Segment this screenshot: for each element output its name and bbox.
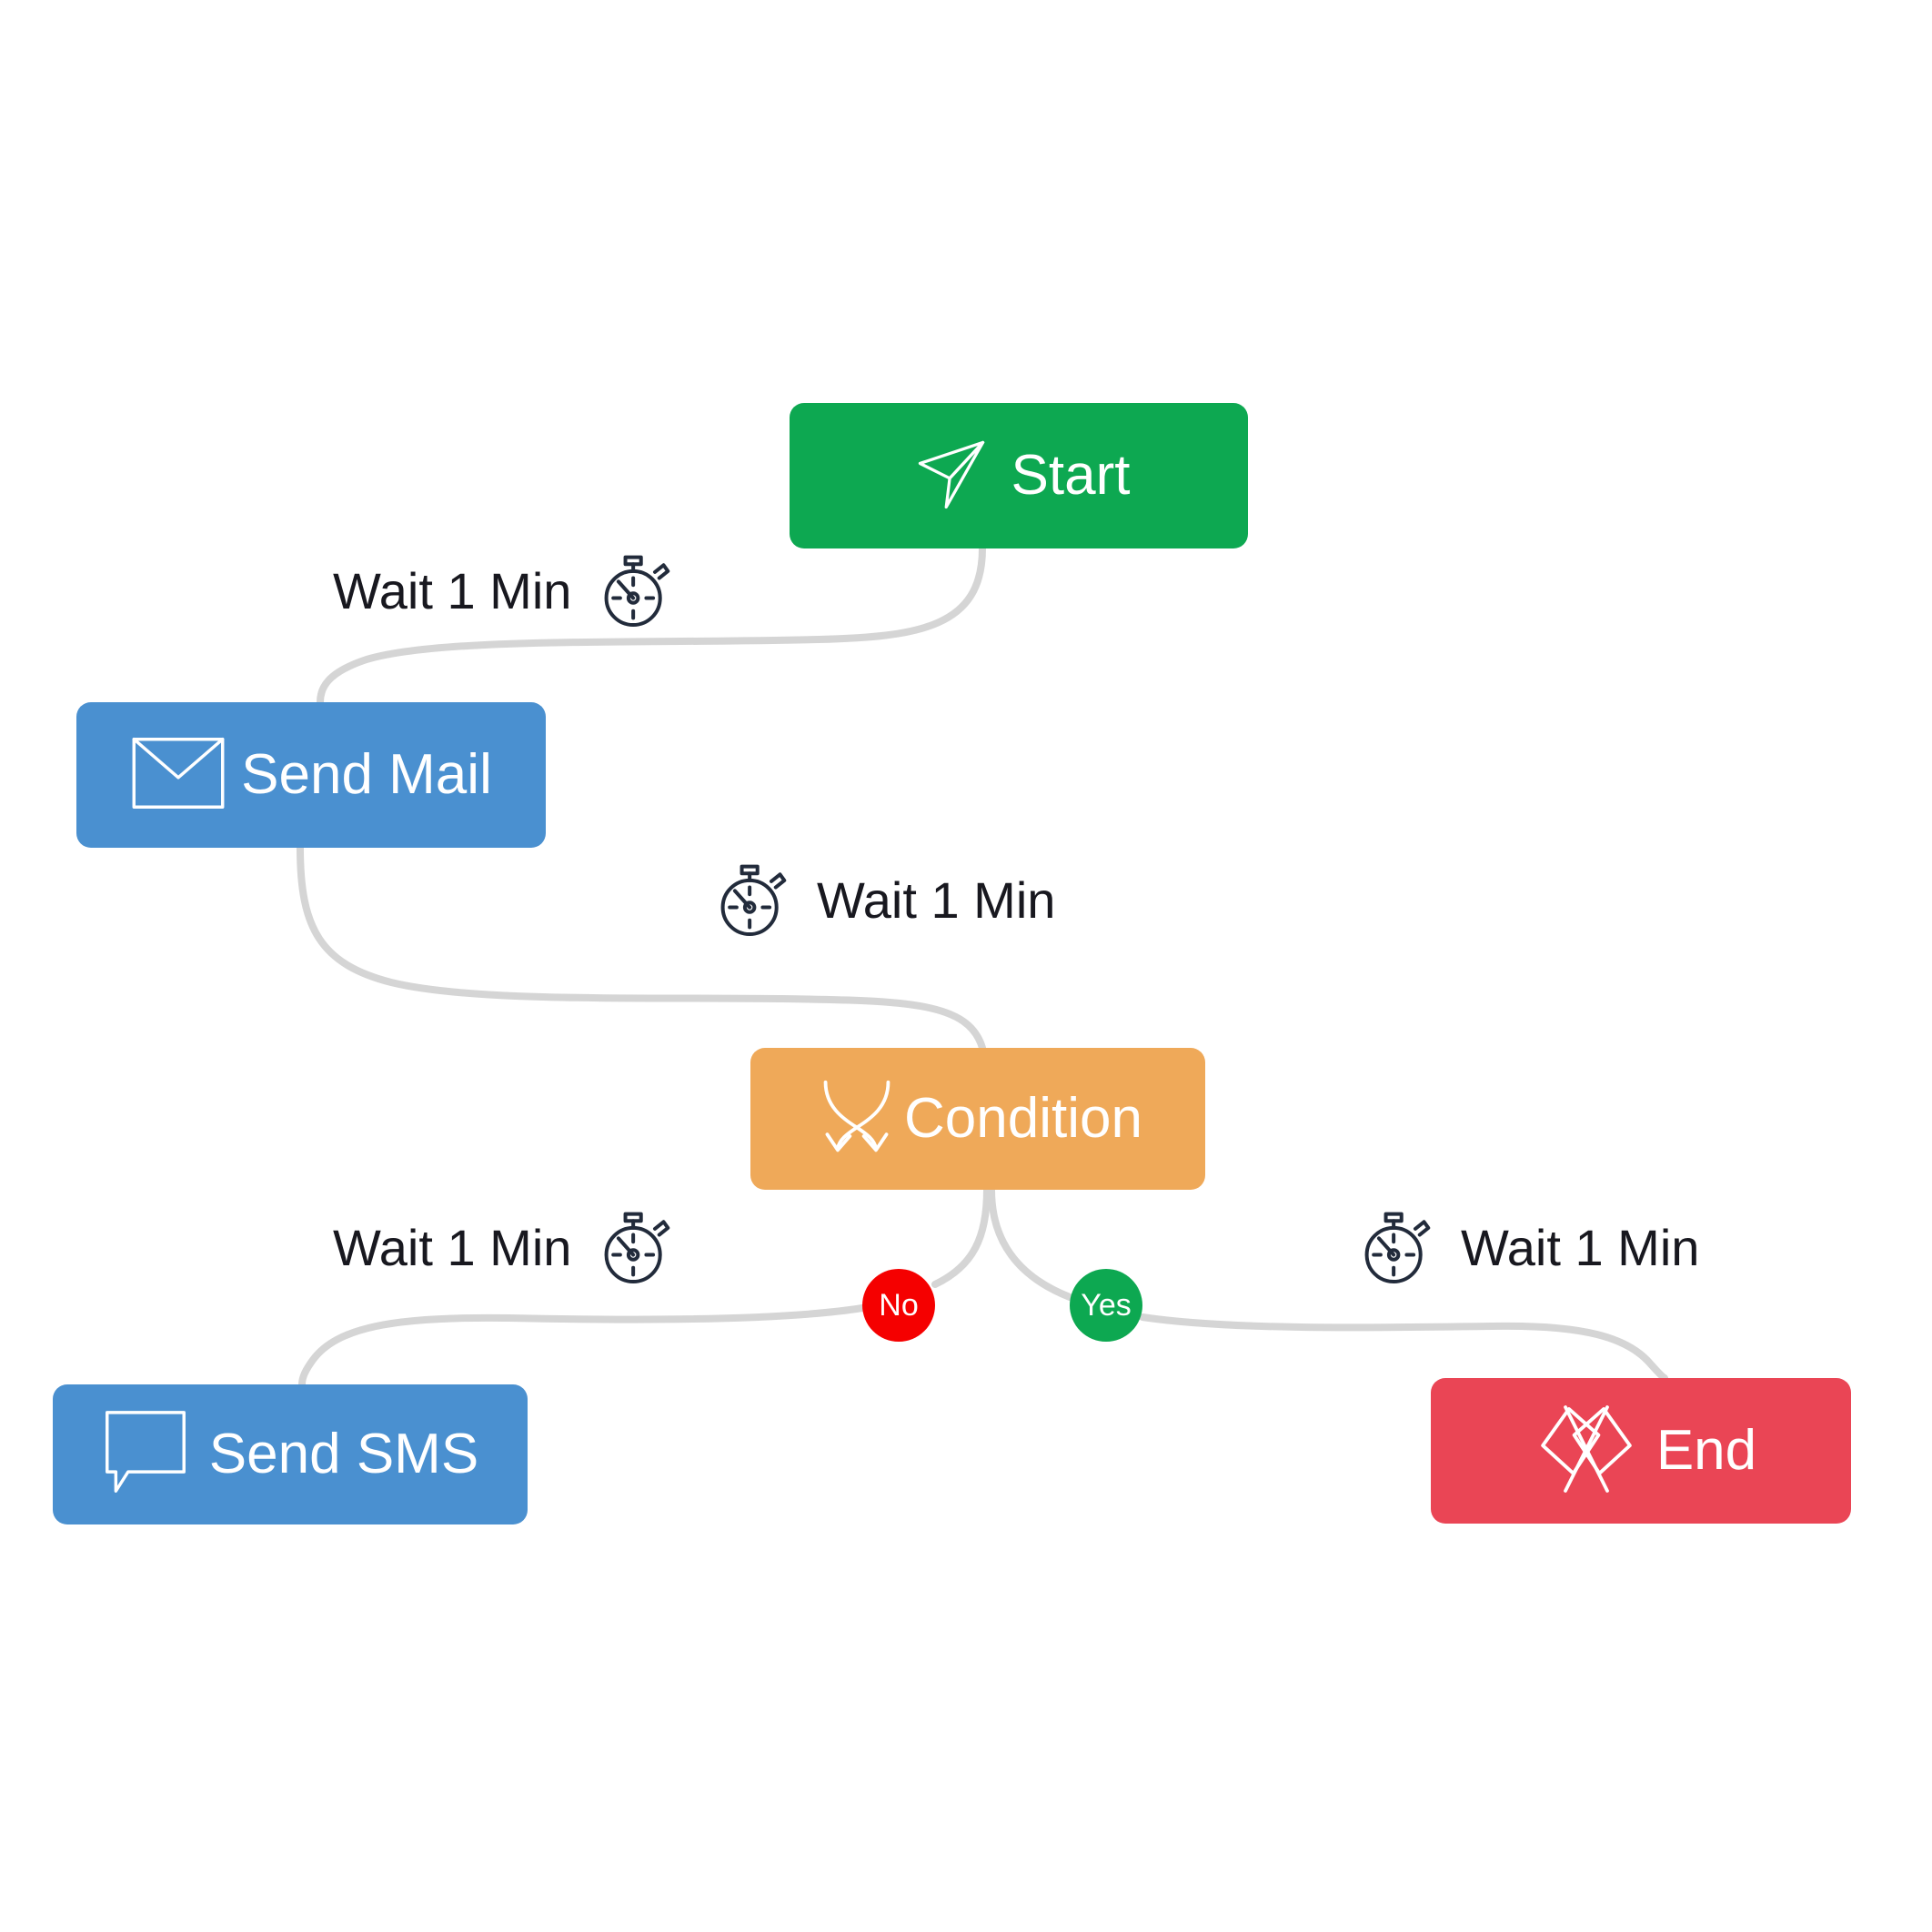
- node-send-sms-label: Send SMS: [208, 1423, 479, 1485]
- stopwatch-icon: [599, 1202, 673, 1293]
- wait-label-text: Wait 1 Min: [333, 561, 572, 619]
- node-send-mail[interactable]: Send Mail: [76, 702, 546, 848]
- wait-label-yes-to-end[interactable]: Wait 1 Min: [1359, 1202, 1699, 1293]
- wait-label-text: Wait 1 Min: [817, 870, 1056, 929]
- node-send-sms[interactable]: Send SMS: [53, 1384, 528, 1524]
- edge-condition-to-yes: [988, 1186, 1073, 1301]
- branching-arrows-icon: [813, 1077, 901, 1162]
- node-send-mail-label: Send Mail: [241, 743, 492, 806]
- wait-label-text: Wait 1 Min: [333, 1218, 572, 1276]
- node-end-label: End: [1655, 1419, 1757, 1482]
- stopwatch-icon: [715, 855, 790, 945]
- envelope-icon: [130, 734, 226, 817]
- speech-bubble-icon: [102, 1409, 189, 1501]
- badge-no[interactable]: No: [862, 1269, 935, 1342]
- edge-yes-to-end: [1139, 1313, 1668, 1382]
- edge-no-to-send-sms: [298, 1304, 866, 1388]
- paper-plane-icon: [908, 430, 995, 522]
- badge-yes[interactable]: Yes: [1070, 1269, 1142, 1342]
- node-start[interactable]: Start: [790, 403, 1248, 548]
- wait-label-start-to-send-mail[interactable]: Wait 1 Min: [333, 546, 673, 636]
- badge-yes-label: Yes: [1081, 1288, 1132, 1323]
- node-condition[interactable]: Condition: [750, 1048, 1205, 1190]
- badge-no-label: No: [879, 1288, 919, 1323]
- node-condition-label: Condition: [904, 1087, 1142, 1150]
- wait-label-send-mail-to-condition[interactable]: Wait 1 Min: [715, 855, 1055, 945]
- node-start-label: Start: [1011, 444, 1131, 507]
- crossed-flags-icon: [1525, 1400, 1647, 1503]
- edge-condition-to-no: [931, 1186, 991, 1288]
- node-end[interactable]: End: [1431, 1378, 1851, 1524]
- wait-label-no-to-send-sms[interactable]: Wait 1 Min: [333, 1202, 673, 1293]
- stopwatch-icon: [599, 546, 673, 636]
- wait-label-text: Wait 1 Min: [1461, 1218, 1700, 1276]
- stopwatch-icon: [1359, 1202, 1434, 1293]
